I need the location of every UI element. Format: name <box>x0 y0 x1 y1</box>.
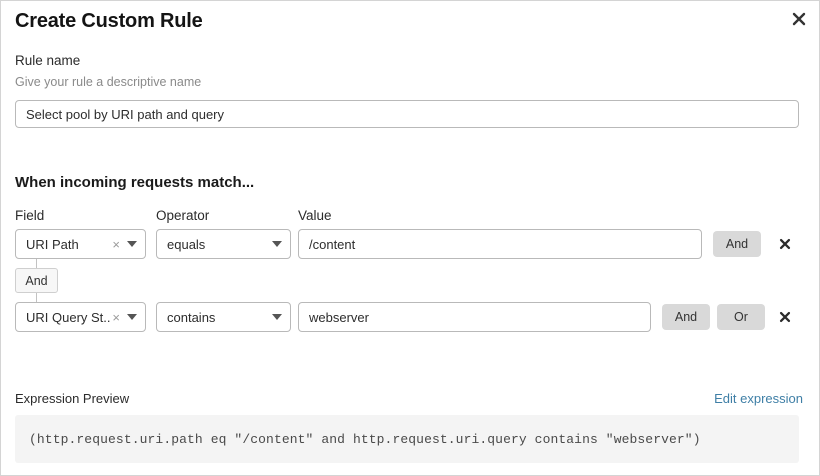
chevron-down-icon <box>127 241 137 247</box>
field-select-2-value: URI Query St... <box>26 309 111 325</box>
chevron-down-icon <box>272 314 282 320</box>
match-section-heading: When incoming requests match... <box>15 174 255 191</box>
rule-name-input[interactable] <box>15 100 799 128</box>
expression-preview-label: Expression Preview <box>15 391 130 406</box>
delete-condition-button-1[interactable] <box>773 232 797 256</box>
operator-select-2[interactable]: contains <box>156 302 291 332</box>
chevron-down-icon <box>127 314 137 320</box>
or-button-row-2[interactable]: Or <box>717 304 765 330</box>
operator-select-1[interactable]: equals <box>156 229 291 259</box>
field-select-1[interactable]: URI Path × <box>15 229 146 259</box>
operator-select-1-value: equals <box>167 236 206 252</box>
edit-expression-link[interactable]: Edit expression <box>714 391 803 406</box>
clear-icon[interactable]: × <box>112 236 120 252</box>
field-select-2[interactable]: URI Query St... × <box>15 302 146 332</box>
and-button-row-2[interactable]: And <box>662 304 710 330</box>
value-input-2[interactable] <box>298 302 651 332</box>
field-select-1-value: URI Path <box>26 236 79 252</box>
dialog-title: Create Custom Rule <box>15 10 203 32</box>
rule-name-label: Rule name <box>15 53 81 68</box>
expression-preview-text: (http.request.uri.path eq "/content" and… <box>29 431 701 447</box>
column-header-operator: Operator <box>156 208 210 223</box>
close-icon <box>779 311 791 323</box>
value-input-1[interactable] <box>298 229 702 259</box>
clear-icon[interactable]: × <box>112 309 120 325</box>
operator-select-2-value: contains <box>167 309 216 325</box>
close-icon <box>779 238 791 250</box>
connector-and-badge[interactable]: And <box>15 268 58 293</box>
column-header-value: Value <box>298 208 332 223</box>
dialog-close-button[interactable] <box>788 8 810 30</box>
rule-name-help-text: Give your rule a descriptive name <box>15 75 202 89</box>
delete-condition-button-2[interactable] <box>773 305 797 329</box>
close-icon <box>792 12 806 26</box>
chevron-down-icon <box>272 241 282 247</box>
condition-connector: And <box>15 259 135 304</box>
column-header-field: Field <box>15 208 45 223</box>
and-button-row-1[interactable]: And <box>713 231 761 257</box>
expression-preview-box: (http.request.uri.path eq "/content" and… <box>15 415 799 463</box>
